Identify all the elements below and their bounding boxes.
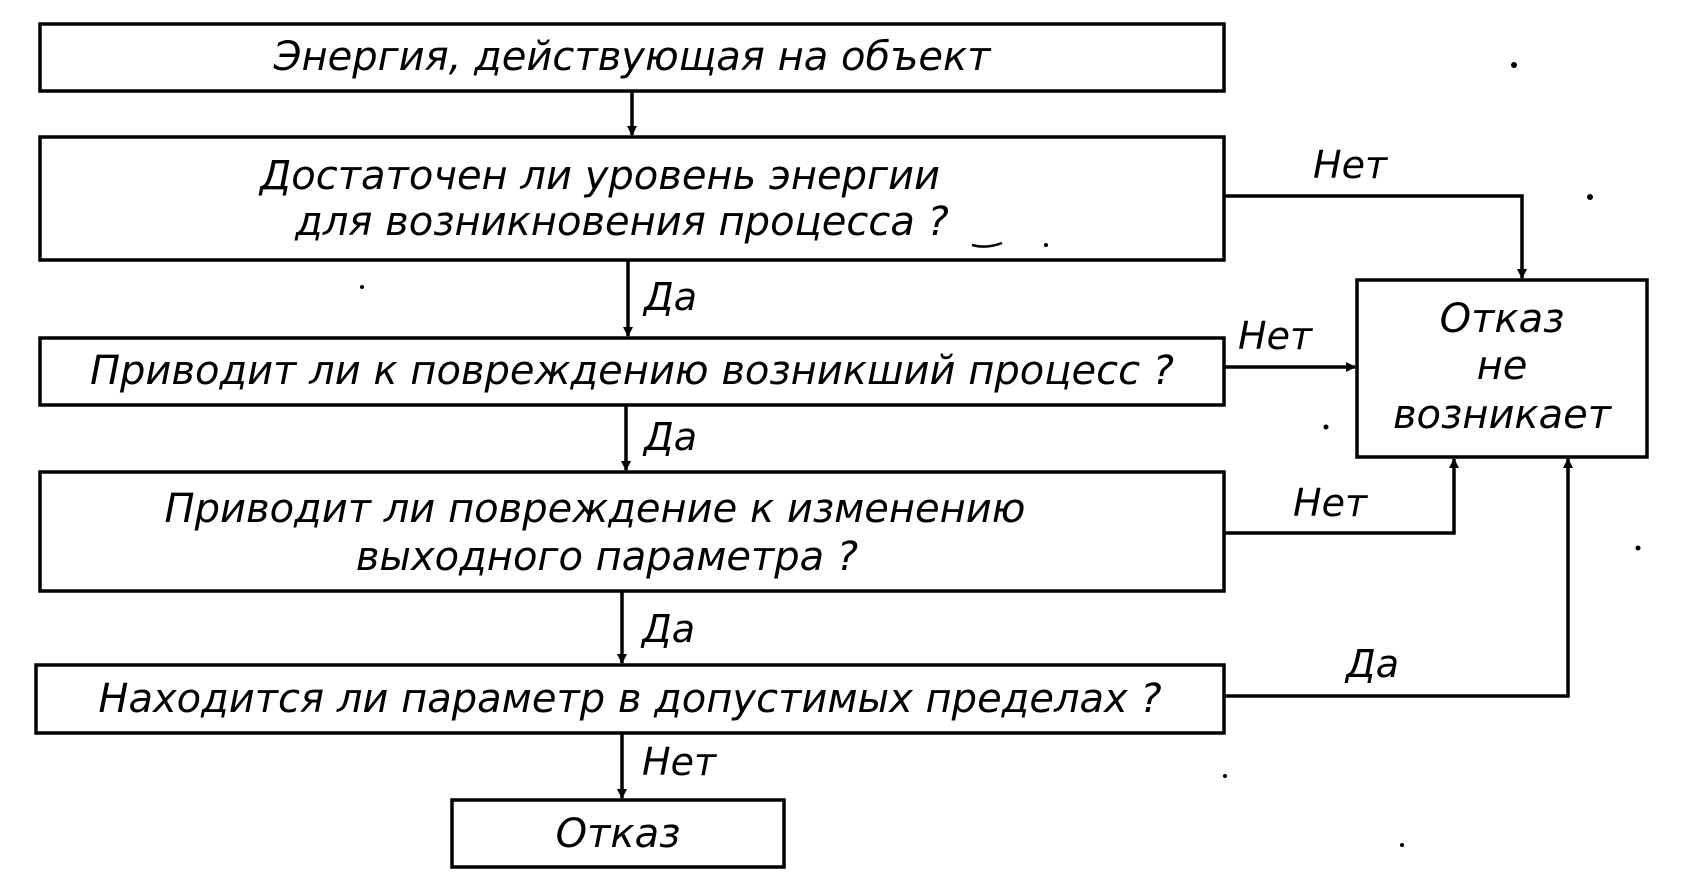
node-no-failure: Отказ не возникает [1355, 278, 1649, 459]
node-energy: Энергия, действующая на объект [38, 22, 1226, 93]
label-param-change-yes: Да [640, 607, 695, 651]
node-no-failure-text-2: не [1477, 343, 1528, 389]
node-q-level-text-2: для возникновения процесса ? [294, 199, 949, 245]
node-q-limits: Находится ли параметр в допустимых преде… [34, 663, 1226, 735]
label-level-no: Нет [1313, 143, 1389, 187]
node-no-failure-text-3: возникает [1393, 392, 1613, 438]
label-limits-no: Нет [642, 740, 718, 784]
node-failure-text: Отказ [556, 811, 681, 857]
scan-specks [360, 62, 1641, 847]
node-q-param-change: Приводит ли повреждение к изменению выхо… [38, 470, 1226, 593]
arrow-level-no [1224, 194, 1527, 279]
node-q-damage-text: Приводит ли к повреждению возникший проц… [90, 348, 1174, 394]
node-q-level-text-1: Достаточен ли уровень энергии [258, 153, 940, 199]
node-q-param-change-text-1: Приводит ли повреждение к изменению [165, 486, 1026, 532]
label-limits-yes: Да [1344, 642, 1399, 686]
node-no-failure-text-1: Отказ [1440, 296, 1565, 342]
label-damage-no: Нет [1238, 314, 1314, 358]
node-energy-text: Энергия, действующая на объект [273, 34, 993, 80]
node-q-level: Достаточен ли уровень энергии для возник… [38, 135, 1226, 262]
node-q-param-change-text-2: выходного параметра ? [356, 534, 858, 580]
arrow-limits-yes [1224, 458, 1573, 698]
node-q-damage: Приводит ли к повреждению возникший проц… [38, 336, 1226, 407]
node-q-limits-text: Находится ли параметр в допустимых преде… [98, 676, 1161, 722]
label-param-change-no: Нет [1293, 481, 1369, 525]
label-damage-yes: Да [642, 415, 697, 459]
label-level-yes: Да [642, 275, 697, 319]
arrow-param-change-no [1224, 458, 1459, 535]
node-failure: Отказ [450, 798, 786, 869]
